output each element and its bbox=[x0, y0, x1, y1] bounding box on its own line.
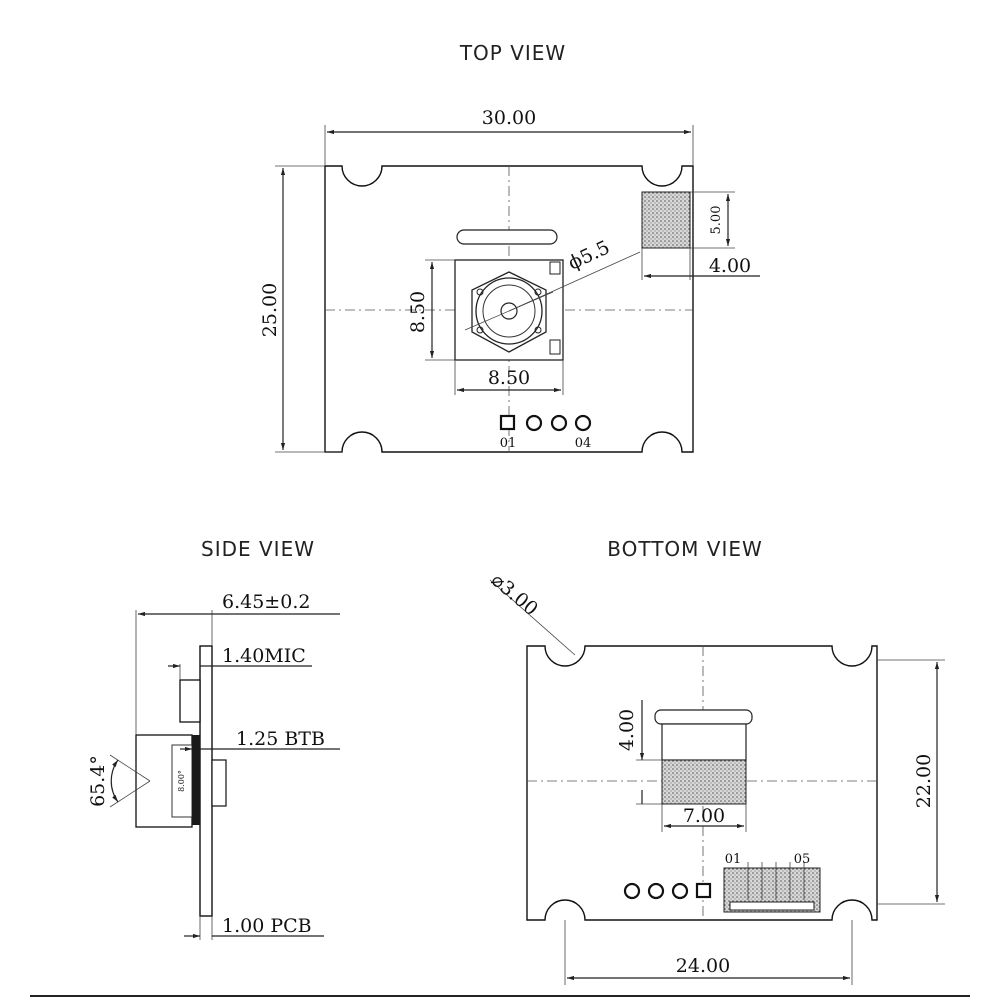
side-pcb-label: 1.00 PCB bbox=[222, 915, 312, 937]
side-fov-label: 65.4° bbox=[87, 755, 109, 807]
svg-text:8.00°: 8.00° bbox=[177, 770, 186, 792]
bottom-pin-row bbox=[623, 882, 712, 900]
top-pin-row bbox=[499, 414, 592, 432]
bottom-pin-last-label: 05 bbox=[794, 852, 811, 867]
side-total-label: 6.45±0.2 bbox=[222, 591, 310, 613]
bottom-pin-1 bbox=[695, 882, 712, 899]
top-view: TOP VIEW 30.00 25.00 bbox=[259, 41, 760, 453]
side-mic bbox=[179, 679, 201, 723]
top-width-label: 30.00 bbox=[482, 107, 536, 129]
top-slot bbox=[456, 229, 558, 245]
bottom-pin-2 bbox=[671, 882, 689, 900]
side-pcb bbox=[199, 645, 213, 917]
side-mic-label: 1.40MIC bbox=[222, 645, 306, 667]
top-pin-first-label: 01 bbox=[500, 436, 517, 451]
sensor-width-label: 8.50 bbox=[488, 367, 530, 389]
top-pin-1 bbox=[499, 414, 516, 431]
bottom-connector-height-label: 4.00 bbox=[616, 709, 638, 751]
bottom-pin-4 bbox=[623, 882, 641, 900]
lens-holder bbox=[464, 271, 554, 353]
bottom-btb-pins bbox=[747, 862, 805, 900]
bottom-view-title: BOTTOM VIEW bbox=[607, 537, 763, 561]
side-view-title: SIDE VIEW bbox=[201, 537, 315, 561]
top-pin-4 bbox=[574, 414, 592, 432]
top-pin-2 bbox=[525, 414, 543, 432]
side-btb-label: 1.25 BTB bbox=[236, 728, 325, 750]
side-view: SIDE VIEW 8.00° 6.45±0.2 1.40MIC 1.25 BT… bbox=[87, 537, 340, 940]
sensor-height-label: 8.50 bbox=[407, 291, 429, 333]
top-connector bbox=[641, 191, 691, 249]
top-pin-3 bbox=[550, 414, 568, 432]
bottom-connector bbox=[661, 759, 747, 805]
top-pin-last-label: 04 bbox=[575, 436, 592, 451]
top-view-title: TOP VIEW bbox=[459, 41, 566, 65]
top-height-label: 25.00 bbox=[259, 283, 281, 337]
bottom-pin-first-label: 01 bbox=[725, 852, 742, 867]
bottom-connector-width-label: 7.00 bbox=[683, 805, 725, 827]
bottom-hole-label: ⌀3.00 bbox=[487, 569, 542, 620]
bottom-view: BOTTOM VIEW ⌀3.00 4.00 7.00 22.00 bbox=[487, 537, 945, 985]
bottom-height-label: 22.00 bbox=[913, 754, 935, 808]
top-connector-width-label: 4.00 bbox=[709, 255, 751, 277]
bottom-pin-3 bbox=[647, 882, 665, 900]
side-btb bbox=[192, 735, 200, 825]
bottom-width-label: 24.00 bbox=[676, 955, 730, 977]
sensor-square bbox=[454, 259, 564, 361]
top-connector-height-label: 5.00 bbox=[709, 206, 724, 235]
